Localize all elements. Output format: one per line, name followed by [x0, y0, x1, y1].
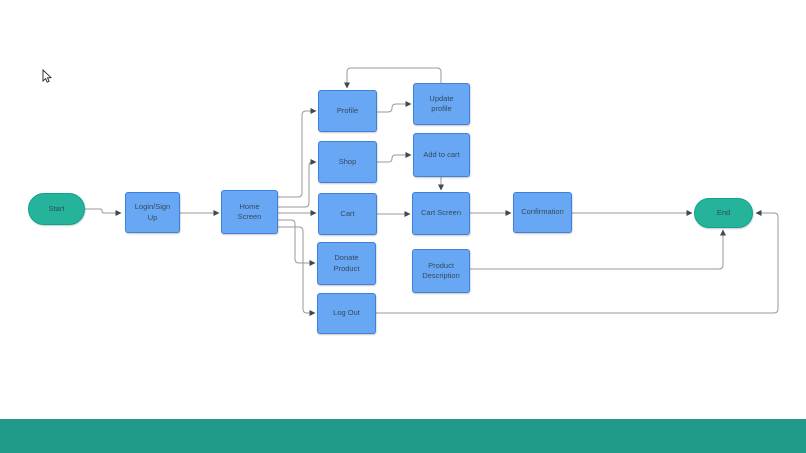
connector-profile-to-update[interactable]: [377, 101, 412, 113]
flow-node-label: Profile: [336, 105, 359, 115]
flow-node-label: Start: [48, 203, 65, 213]
flow-node-label: Confirmation: [521, 207, 564, 217]
flow-node-confirmation[interactable]: Confirmation: [513, 192, 572, 233]
flow-node-label: End: [716, 207, 731, 217]
connector-home-to-shop[interactable]: [278, 159, 317, 208]
flow-node-update-profile[interactable]: Update profile: [413, 83, 470, 125]
flow-node-cart[interactable]: Cart: [318, 193, 377, 235]
connector-logout-to-end[interactable]: [376, 210, 779, 314]
flow-node-product-description[interactable]: Product Description: [412, 249, 470, 293]
flow-node-log-out[interactable]: Log Out: [317, 293, 376, 334]
connector-home-to-donate[interactable]: [278, 219, 316, 266]
connector-shop-to-add-to-cart[interactable]: [377, 152, 412, 163]
flow-node-label: Login/Sign Up: [134, 202, 171, 222]
flow-node-start[interactable]: Start: [28, 193, 85, 225]
connector-update-to-profile-loop[interactable]: [344, 67, 442, 89]
flow-node-profile[interactable]: Profile: [318, 90, 377, 132]
connector-product-desc-to-end[interactable]: [470, 229, 726, 270]
flow-node-label: Shop: [338, 156, 357, 166]
flow-node-login-sign-up[interactable]: Login/Sign Up: [125, 192, 180, 233]
flow-node-label: Product Description: [422, 260, 460, 280]
flow-node-add-to-cart[interactable]: Add to cart: [413, 133, 470, 177]
flow-node-shop[interactable]: Shop: [318, 141, 377, 183]
flow-node-end[interactable]: End: [694, 198, 753, 228]
flow-node-home-screen[interactable]: Home Screen: [221, 190, 278, 234]
flow-node-label: Home Screen: [237, 201, 262, 221]
flow-node-cart-screen[interactable]: Cart Screen: [412, 192, 470, 235]
flow-node-label: Log Out: [333, 308, 360, 318]
connector-home-to-profile[interactable]: [278, 108, 317, 198]
flow-node-label: Donate Product: [333, 253, 360, 273]
flow-node-label: Cart: [340, 208, 355, 218]
flow-node-label: Update profile: [429, 93, 454, 113]
connector-home-to-logout[interactable]: [278, 226, 316, 316]
flow-node-label: Add to cart: [423, 149, 460, 159]
connector-start-to-login[interactable]: [85, 208, 122, 216]
slide-footer-bar: [0, 419, 806, 453]
flow-node-donate-product[interactable]: Donate Product: [317, 242, 376, 285]
flow-node-label: Cart Screen: [420, 208, 462, 218]
